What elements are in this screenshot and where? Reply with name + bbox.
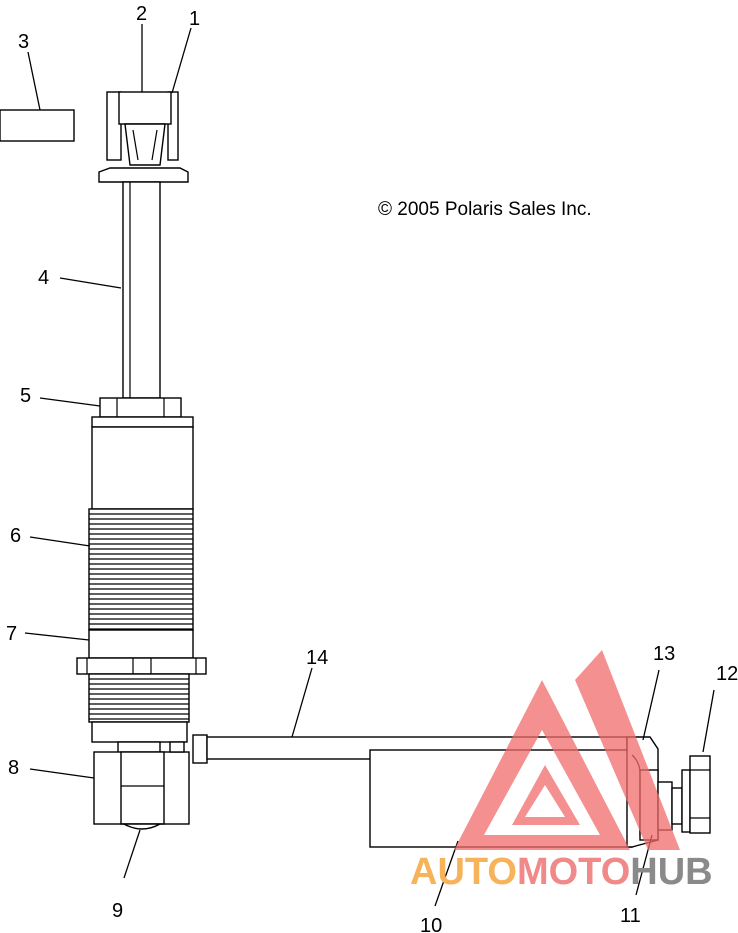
- lower-body-end: [91, 721, 188, 743]
- copyright-notice: © 2005 Polaris Sales Inc.: [378, 199, 592, 220]
- callout-13: 13: [653, 643, 675, 665]
- callout-8: 8: [8, 757, 19, 779]
- callout-14: 14: [306, 647, 328, 669]
- watermark-text: AUTOMOTOHUB: [410, 851, 713, 893]
- shock-body-upper: [91, 426, 194, 510]
- watermark-hub: HUB: [630, 851, 712, 893]
- part-1-2-top-mount: [98, 91, 189, 183]
- watermark-peak: [575, 650, 680, 850]
- callout-1: 1: [189, 8, 200, 30]
- watermark-auto: AUTO: [410, 851, 517, 893]
- watermark-moto: MOTO: [517, 851, 630, 893]
- lower-threads: [88, 673, 190, 723]
- callout-12: 12: [716, 663, 738, 685]
- callout-11: 11: [620, 905, 641, 927]
- callout-3: 3: [18, 31, 29, 53]
- callout-5: 5: [20, 385, 31, 407]
- part-6-spring: [88, 508, 194, 631]
- part-5-nut: [99, 397, 182, 418]
- callout-7: 7: [6, 623, 17, 645]
- body-cap: [91, 416, 194, 428]
- part-3-decal: [0, 109, 75, 142]
- callout-10: 10: [420, 915, 442, 933]
- callout-6: 6: [10, 525, 21, 547]
- callout-labels: 2 1 3 4 5 6 7 8 9 10 11 12 13 14: [6, 3, 738, 933]
- part-8-9-bottom-eye: [93, 741, 190, 830]
- part-7-adjuster-collar: [76, 629, 207, 675]
- part-4-shaft: [122, 181, 161, 399]
- callout-9: 9: [112, 900, 123, 922]
- callout-2: 2: [136, 3, 147, 25]
- watermark-logo: [454, 650, 680, 850]
- callout-4: 4: [38, 267, 49, 289]
- watermark-inner-triangle: [512, 765, 580, 825]
- part-12-adjuster-knob: [671, 755, 711, 834]
- watermark-triangle: [454, 680, 630, 850]
